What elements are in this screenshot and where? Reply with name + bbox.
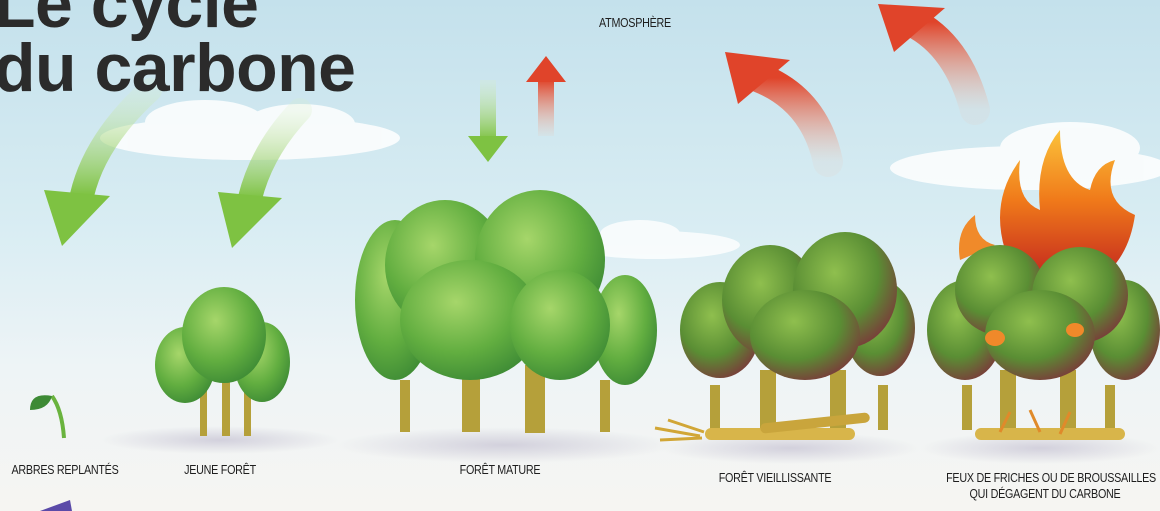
emission-arrow-mature	[538, 80, 554, 136]
stage-label-aging-forest: FORÊT VIEILLISSANTE	[706, 470, 844, 486]
emission-arrow-fire	[912, 22, 975, 110]
emission-arrow-aging	[760, 78, 828, 162]
absorption-arrow-mature	[480, 80, 496, 140]
stage-label-replanted: ARBRES REPLANTÉS	[9, 462, 121, 478]
absorption-arrowhead-middle	[218, 192, 282, 248]
atmosphere-label: ATMOSPHÈRE	[571, 15, 700, 31]
ground-shadow	[100, 426, 340, 454]
recycle-arrowhead	[40, 500, 72, 511]
absorption-arrowhead-left	[44, 190, 110, 246]
cloud-right	[890, 122, 1160, 190]
absorption-arrowhead-mature	[468, 136, 508, 162]
ground-shadow	[335, 427, 675, 463]
emission-arrowhead-mature	[526, 56, 566, 82]
stage-label-young-forest: JEUNE FORÊT	[168, 462, 271, 478]
title-line-2: du carbone	[0, 36, 356, 100]
stage-label-fire: FEUX DE FRICHES OU DE BROUSSAILLES QUI D…	[946, 470, 1144, 502]
aging-forest-icon	[655, 232, 915, 440]
young-forest-icon	[155, 287, 290, 436]
seedling-icon	[30, 395, 64, 438]
diagram-title: Le cycle du carbone	[0, 0, 356, 100]
stage-label-mature-forest: FORÊT MATURE	[440, 462, 560, 478]
